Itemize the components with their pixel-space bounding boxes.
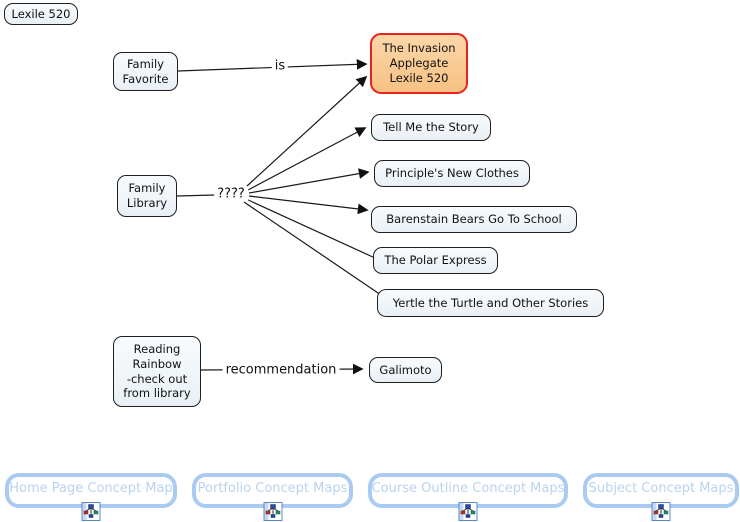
edge-label-to-invasion: [246, 75, 368, 187]
concept-map-icon: [458, 502, 478, 521]
node-the-invasion[interactable]: The Invasion Applegate Lexile 520: [370, 33, 468, 94]
edge-label-to-yertle: [243, 201, 382, 296]
footer-button-label: Course Outline Concept Maps: [371, 481, 565, 496]
concept-map-icon: [651, 502, 671, 521]
edge-library-to-label: [176, 194, 216, 197]
footer-button-label: Home Page Concept Map: [9, 481, 173, 496]
node-tell-me-the-story[interactable]: Tell Me the Story: [371, 114, 491, 141]
footer-button-label: Portfolio Concept Maps: [197, 481, 348, 496]
footer-button-subject-concept-maps[interactable]: Subject Concept Maps: [583, 473, 739, 521]
node-galimoto[interactable]: Galimoto: [369, 357, 442, 383]
node-barenstain-bears[interactable]: Barenstain Bears Go To School: [371, 206, 577, 233]
footer-button-home-page-concept-map[interactable]: Home Page Concept Map: [5, 473, 177, 521]
link-label-recommendation[interactable]: recommendation: [222, 362, 340, 378]
node-lexile-520[interactable]: Lexile 520: [4, 3, 78, 25]
footer-button-course-outline-concept-maps[interactable]: Course Outline Concept Maps: [368, 473, 568, 521]
footer-button-portfolio-concept-maps[interactable]: Portfolio Concept Maps: [192, 473, 353, 521]
node-reading-rainbow[interactable]: Reading Rainbow -check out from library: [113, 336, 201, 407]
node-yertle-the-turtle[interactable]: Yertle the Turtle and Other Stories: [377, 289, 604, 317]
node-family-favorite[interactable]: Family Favorite: [113, 52, 178, 91]
edge-label-to-barenstain: [248, 195, 369, 215]
concept-map-icon: [263, 502, 282, 521]
node-the-polar-express[interactable]: The Polar Express: [373, 247, 498, 274]
node-family-library[interactable]: Family Library: [117, 175, 177, 217]
link-label-is[interactable]: is: [271, 58, 289, 74]
edge-label-to-tell-me: [247, 127, 367, 191]
concept-map-icon: [81, 502, 101, 521]
edge-label-to-polar-express: [245, 198, 376, 259]
node-principles-new-clothes[interactable]: Principle's New Clothes: [374, 160, 530, 187]
link-label-question-marks[interactable]: ????: [214, 186, 248, 202]
edge-label-to-principles: [248, 168, 370, 194]
footer-button-label: Subject Concept Maps: [588, 481, 734, 496]
